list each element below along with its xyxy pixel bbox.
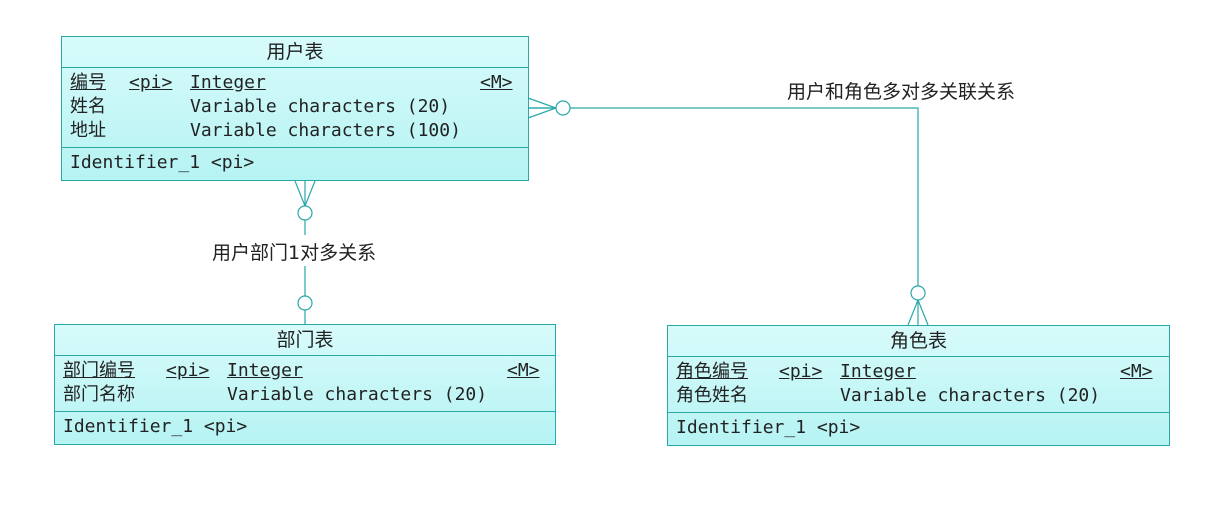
entity-attributes: 编号 <pi> Integer <M> 姓名 Variable characte… bbox=[62, 68, 528, 148]
entity-title: 角色表 bbox=[668, 326, 1169, 357]
user-role-optional-circle-role bbox=[910, 285, 926, 301]
dept-entity[interactable]: 部门表 部门编号 <pi> Integer <M> 部门名称 Variable … bbox=[54, 324, 556, 445]
attribute-pi: <pi> bbox=[166, 360, 210, 381]
attribute-type: Integer bbox=[840, 361, 916, 382]
attribute-name: 部门名称 bbox=[63, 384, 135, 405]
attribute-name: 姓名 bbox=[70, 96, 106, 117]
entity-attributes: 部门编号 <pi> Integer <M> 部门名称 Variable char… bbox=[55, 356, 555, 412]
attribute-row: 地址 Variable characters (100) bbox=[62, 119, 528, 143]
entity-identifier: Identifier_1 <pi> bbox=[70, 152, 255, 173]
attribute-pi: <pi> bbox=[779, 361, 823, 382]
attribute-row: 姓名 Variable characters (20) bbox=[62, 95, 528, 119]
attribute-row: 部门名称 Variable characters (20) bbox=[55, 383, 555, 407]
user-role-relationship-label: 用户和角色多对多关联关系 bbox=[787, 81, 1016, 103]
attribute-type: Integer bbox=[227, 360, 303, 381]
attribute-pi: <pi> bbox=[129, 72, 173, 93]
attribute-row: 角色编号 <pi> Integer <M> bbox=[668, 360, 1169, 384]
user-dept-optional-circle-user bbox=[297, 205, 313, 221]
attribute-row: 编号 <pi> Integer <M> bbox=[62, 71, 528, 95]
entity-identifier: Identifier_1 <pi> bbox=[63, 416, 248, 437]
user-role-optional-circle-user bbox=[555, 100, 571, 116]
attribute-row: 部门编号 <pi> Integer <M> bbox=[55, 359, 555, 383]
user-entity[interactable]: 用户表 编号 <pi> Integer <M> 姓名 Variable char… bbox=[61, 36, 529, 181]
attribute-mandatory: <M> bbox=[480, 72, 513, 93]
attribute-name: 角色编号 bbox=[676, 361, 748, 382]
attribute-type: Variable characters (20) bbox=[227, 384, 488, 405]
attribute-row: 角色姓名 Variable characters (20) bbox=[668, 384, 1169, 408]
attribute-mandatory: <M> bbox=[1120, 361, 1153, 382]
attribute-name: 编号 bbox=[70, 72, 106, 93]
user-role-crowfoot-user bbox=[527, 97, 558, 119]
user-role-connector bbox=[528, 107, 919, 325]
attribute-type: Variable characters (20) bbox=[190, 96, 451, 117]
entity-identifier: Identifier_1 <pi> bbox=[676, 417, 861, 438]
attribute-type: Integer bbox=[190, 72, 266, 93]
entity-attributes: 角色编号 <pi> Integer <M> 角色姓名 Variable char… bbox=[668, 357, 1169, 413]
attribute-name: 部门编号 bbox=[63, 360, 135, 381]
attribute-type: Variable characters (100) bbox=[190, 120, 461, 141]
role-entity[interactable]: 角色表 角色编号 <pi> Integer <M> 角色姓名 Variable … bbox=[667, 325, 1170, 446]
attribute-type: Variable characters (20) bbox=[840, 385, 1101, 406]
entity-title: 用户表 bbox=[62, 37, 528, 68]
attribute-name: 角色姓名 bbox=[676, 385, 748, 406]
attribute-name: 地址 bbox=[70, 120, 106, 141]
entity-title: 部门表 bbox=[55, 325, 555, 356]
attribute-mandatory: <M> bbox=[507, 360, 540, 381]
user-dept-relationship-label: 用户部门1对多关系 bbox=[212, 242, 377, 264]
user-dept-optional-circle-dept bbox=[297, 295, 313, 311]
